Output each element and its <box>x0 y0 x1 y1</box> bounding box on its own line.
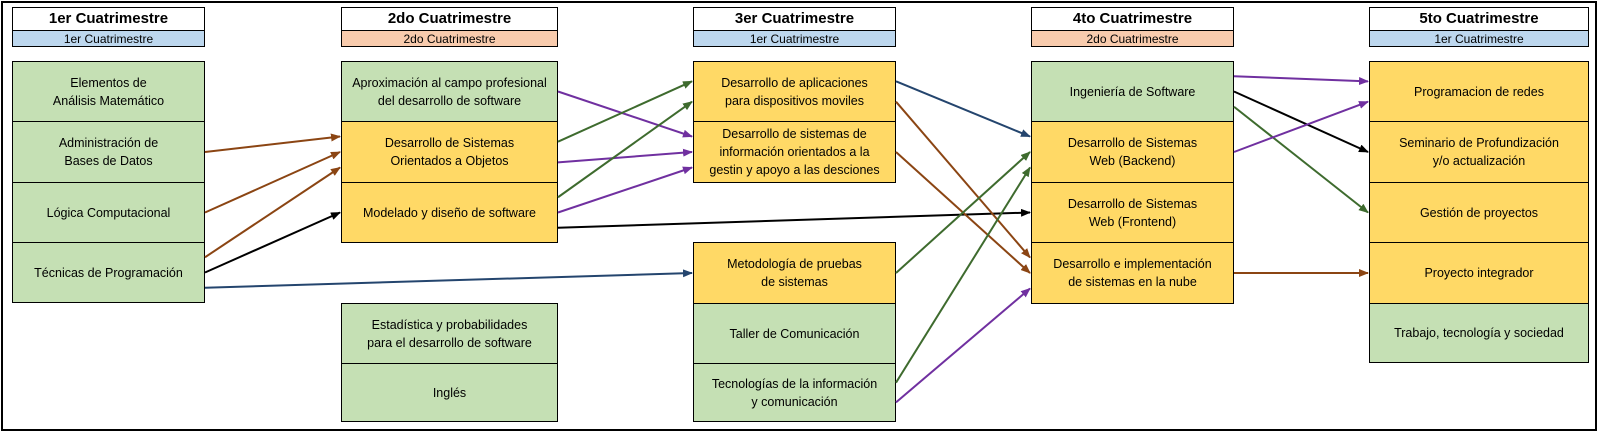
arrow-c1_tecnicas-to-c2_sistemas_oo <box>204 166 341 259</box>
subject-box-c1_tecnicas[interactable]: Técnicas de Programación <box>12 242 205 303</box>
arrow-c3_tecnologias-to-c4_nube <box>895 287 1031 404</box>
subject-box-c4_nube[interactable]: Desarrollo e implementación de sistemas … <box>1031 242 1234 304</box>
arrow-c2_sistemas_oo-to-c3_moviles <box>557 80 693 143</box>
arrow-c2_modelado-to-c4_frontend <box>557 208 1031 229</box>
subject-box-c2_aproximacion[interactable]: Aproximación al campo profesional del de… <box>341 61 558 122</box>
subject-box-c5_seminario[interactable]: Seminario de Profundización y/o actualiz… <box>1369 121 1589 183</box>
column-2-title: 2do Cuatrimestre <box>341 7 558 31</box>
subject-box-c2_sistemas_oo[interactable]: Desarrollo de Sistemas Orientados a Obje… <box>341 121 558 183</box>
arrow-c4_backend-to-c5_redes <box>1233 100 1369 153</box>
arrow-c3_moviles-to-c4_backend <box>895 80 1031 138</box>
arrow-c2_modelado-to-c3_moviles <box>557 100 693 199</box>
arrow-c3_tecnologias-to-c4_backend <box>895 166 1031 384</box>
arrow-c1_bases-to-c2_sistemas_oo <box>204 133 341 153</box>
subject-box-c3_moviles[interactable]: Desarrollo de aplicaciones para disposit… <box>693 61 896 122</box>
subject-box-c1_analisis[interactable]: Elementos de Análisis Matemático <box>12 61 205 122</box>
arrow-c1_tecnicas-to-c2_modelado <box>204 211 341 274</box>
column-1-subtitle: 1er Cuatrimestre <box>12 30 205 47</box>
column-2-subtitle: 2do Cuatrimestre <box>341 30 558 47</box>
arrow-c4_ingenieria-to-c5_gestion <box>1233 105 1369 214</box>
subject-box-c3_tecnologias[interactable]: Tecnologías de la información y comunica… <box>693 363 896 422</box>
column-4-title: 4to Cuatrimestre <box>1031 7 1234 31</box>
subject-box-c3_sistemas_info[interactable]: Desarrollo de sistemas de información or… <box>693 121 896 183</box>
column-5-title: 5to Cuatrimestre <box>1369 7 1589 31</box>
arrow-c1_logica-to-c2_sistemas_oo <box>204 151 341 214</box>
subject-box-c2_modelado[interactable]: Modelado y diseño de software <box>341 182 558 243</box>
arrow-c3_moviles-to-c4_nube <box>895 101 1031 259</box>
arrow-c3_pruebas-to-c4_backend <box>895 151 1031 274</box>
arrow-c2_modelado-to-c3_sistemas_info <box>557 166 693 214</box>
arrow-c2_aproximacion-to-c3_sistemas_info <box>557 90 693 138</box>
arrow-c4_ingenieria-to-c5_redes <box>1233 75 1369 85</box>
subject-box-c2_estadistica[interactable]: Estadística y probabilidades para el des… <box>341 303 558 364</box>
column-3-subtitle: 1er Cuatrimestre <box>693 30 896 47</box>
subject-box-c3_taller[interactable]: Taller de Comunicación <box>693 303 896 364</box>
subject-box-c4_ingenieria[interactable]: Ingeniería de Software <box>1031 61 1234 122</box>
subject-box-c1_logica[interactable]: Lógica Computacional <box>12 182 205 243</box>
arrow-c1_tecnicas-to-c3_pruebas <box>204 269 693 289</box>
subject-box-c4_backend[interactable]: Desarrollo de Sistemas Web (Backend) <box>1031 121 1234 183</box>
subject-box-c2_ingles[interactable]: Inglés <box>341 363 558 422</box>
subject-box-c5_trabajo[interactable]: Trabajo, tecnología y sociedad <box>1369 303 1589 363</box>
arrow-c4_ingenieria-to-c5_seminario <box>1233 90 1369 153</box>
subject-box-c5_gestion[interactable]: Gestión de proyectos <box>1369 182 1589 243</box>
column-5-subtitle: 1er Cuatrimestre <box>1369 30 1589 47</box>
arrow-c2_sistemas_oo-to-c3_sistemas_info <box>557 148 693 164</box>
subject-box-c1_bases[interactable]: Administración de Bases de Datos <box>12 121 205 183</box>
column-4-subtitle: 2do Cuatrimestre <box>1031 30 1234 47</box>
